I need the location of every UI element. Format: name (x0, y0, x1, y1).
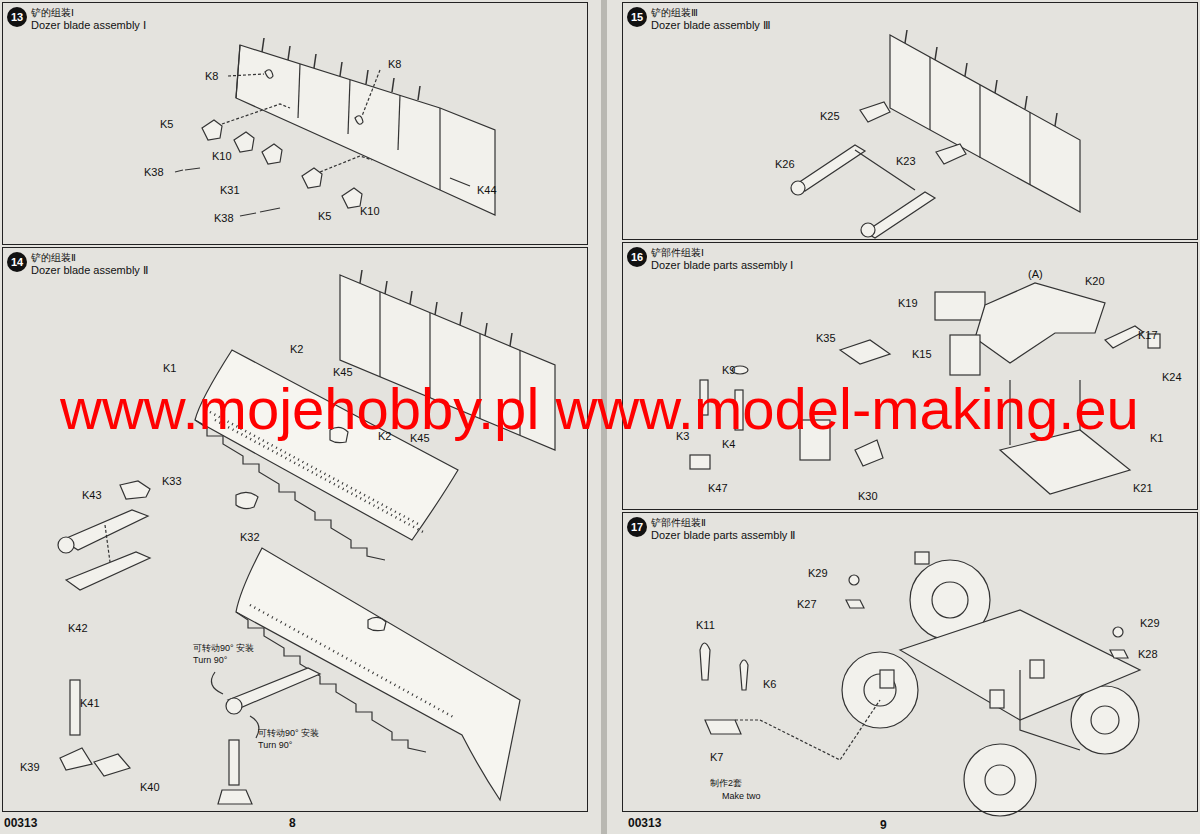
part-number: K1 (163, 362, 176, 374)
step-number: 13 (7, 7, 27, 27)
part-number: K47 (708, 482, 728, 494)
part-number: K17 (1138, 329, 1158, 341)
part-number: K7 (710, 751, 723, 763)
step-title-english: Dozer blade parts assembly Ⅰ (651, 259, 793, 272)
step-number-text: 16 (631, 251, 643, 263)
step-number: 16 (627, 247, 647, 267)
part-number: K25 (820, 110, 840, 122)
page-footer: 00313 (4, 817, 37, 829)
part-number: K23 (896, 155, 916, 167)
step-number-text: 17 (631, 521, 643, 533)
part-number: K32 (240, 531, 260, 543)
step-title-english: Dozer blade assembly Ⅰ (31, 19, 146, 32)
part-number: K2 (290, 343, 303, 355)
page-footer: 9 (880, 819, 887, 831)
part-number: K41 (80, 697, 100, 709)
step-number: 17 (627, 517, 647, 537)
part-number: K44 (477, 184, 497, 196)
part-number: K29 (1140, 617, 1160, 629)
part-number: K30 (858, 490, 878, 502)
part-number: K11 (696, 619, 715, 631)
step-panel: 铲的组装ⅡDozer blade assembly Ⅱ 14 (2, 247, 588, 812)
part-number: K24 (1162, 371, 1182, 383)
assembly-note: 制作2套 (710, 778, 742, 789)
step-title-english: Dozer blade assembly Ⅲ (651, 19, 771, 32)
step-title-chinese: 铲的组装Ⅰ (31, 6, 74, 20)
part-number: K9 (722, 364, 735, 376)
part-number: K28 (1138, 648, 1158, 660)
part-number: K45 (333, 366, 353, 378)
assembly-note: Turn 90° (193, 655, 227, 666)
part-number: K10 (360, 205, 380, 217)
step-title-chinese: 铲部件组装Ⅱ (651, 516, 706, 530)
step-number-text: 14 (11, 256, 23, 268)
part-number: K38 (214, 212, 234, 224)
part-number: K27 (797, 598, 817, 610)
part-number: K43 (82, 489, 102, 501)
step-title-chinese: 铲部件组装Ⅰ (651, 246, 704, 260)
step-title-english: Dozer blade assembly Ⅱ (31, 264, 148, 277)
part-number: K26 (775, 158, 795, 170)
step-title-chinese: 铲的组装Ⅱ (31, 251, 76, 265)
page-footer: 00313 (628, 817, 661, 829)
part-number: K40 (140, 781, 160, 793)
part-number: K6 (763, 678, 776, 690)
step-title-english: Dozer blade parts assembly Ⅱ (651, 529, 795, 542)
part-number: K5 (160, 118, 173, 130)
step-number-text: 15 (631, 11, 643, 23)
part-number: K39 (20, 761, 40, 773)
assembly-note: Turn 90° (258, 740, 292, 751)
page-footer: 8 (289, 817, 296, 829)
part-number: K1 (1150, 432, 1163, 444)
assembly-note: 可转动90° 安装 (258, 728, 319, 739)
step-number: 15 (627, 7, 647, 27)
part-number: K4 (722, 438, 735, 450)
part-number: K20 (1085, 275, 1105, 287)
assembly-note: Make two (722, 791, 761, 802)
step-panel: 铲的组装ⅠDozer blade assembly Ⅰ 13 (2, 2, 588, 245)
part-number: K21 (1133, 482, 1153, 494)
step-number: 14 (7, 252, 27, 272)
part-number: K8 (388, 58, 401, 70)
assembly-note: 可转动90° 安装 (193, 643, 254, 654)
step-number-text: 13 (11, 11, 23, 23)
part-number: K15 (912, 348, 932, 360)
part-number: K5 (318, 210, 331, 222)
step-title-chinese: 铲的组装Ⅲ (651, 6, 698, 20)
part-number: K38 (144, 166, 164, 178)
part-number: K35 (816, 332, 836, 344)
part-number: K33 (162, 475, 182, 487)
part-number: (A) (1028, 268, 1043, 280)
step-panel: 铲部件组装ⅠDozer blade parts assembly Ⅰ 16 (622, 242, 1198, 510)
part-number: K31 (220, 184, 240, 196)
step-panel: 铲的组装ⅢDozer blade assembly Ⅲ 15 (622, 2, 1198, 240)
part-number: K19 (898, 297, 918, 309)
part-number: K10 (212, 150, 232, 162)
part-number: K29 (808, 567, 828, 579)
step-panel: 铲部件组装ⅡDozer blade parts assembly Ⅱ 17 (622, 512, 1198, 812)
part-number: K42 (68, 622, 88, 634)
watermark: www.mojehobby.pl www.model-making.eu (60, 380, 1139, 438)
part-number: K8 (205, 70, 218, 82)
